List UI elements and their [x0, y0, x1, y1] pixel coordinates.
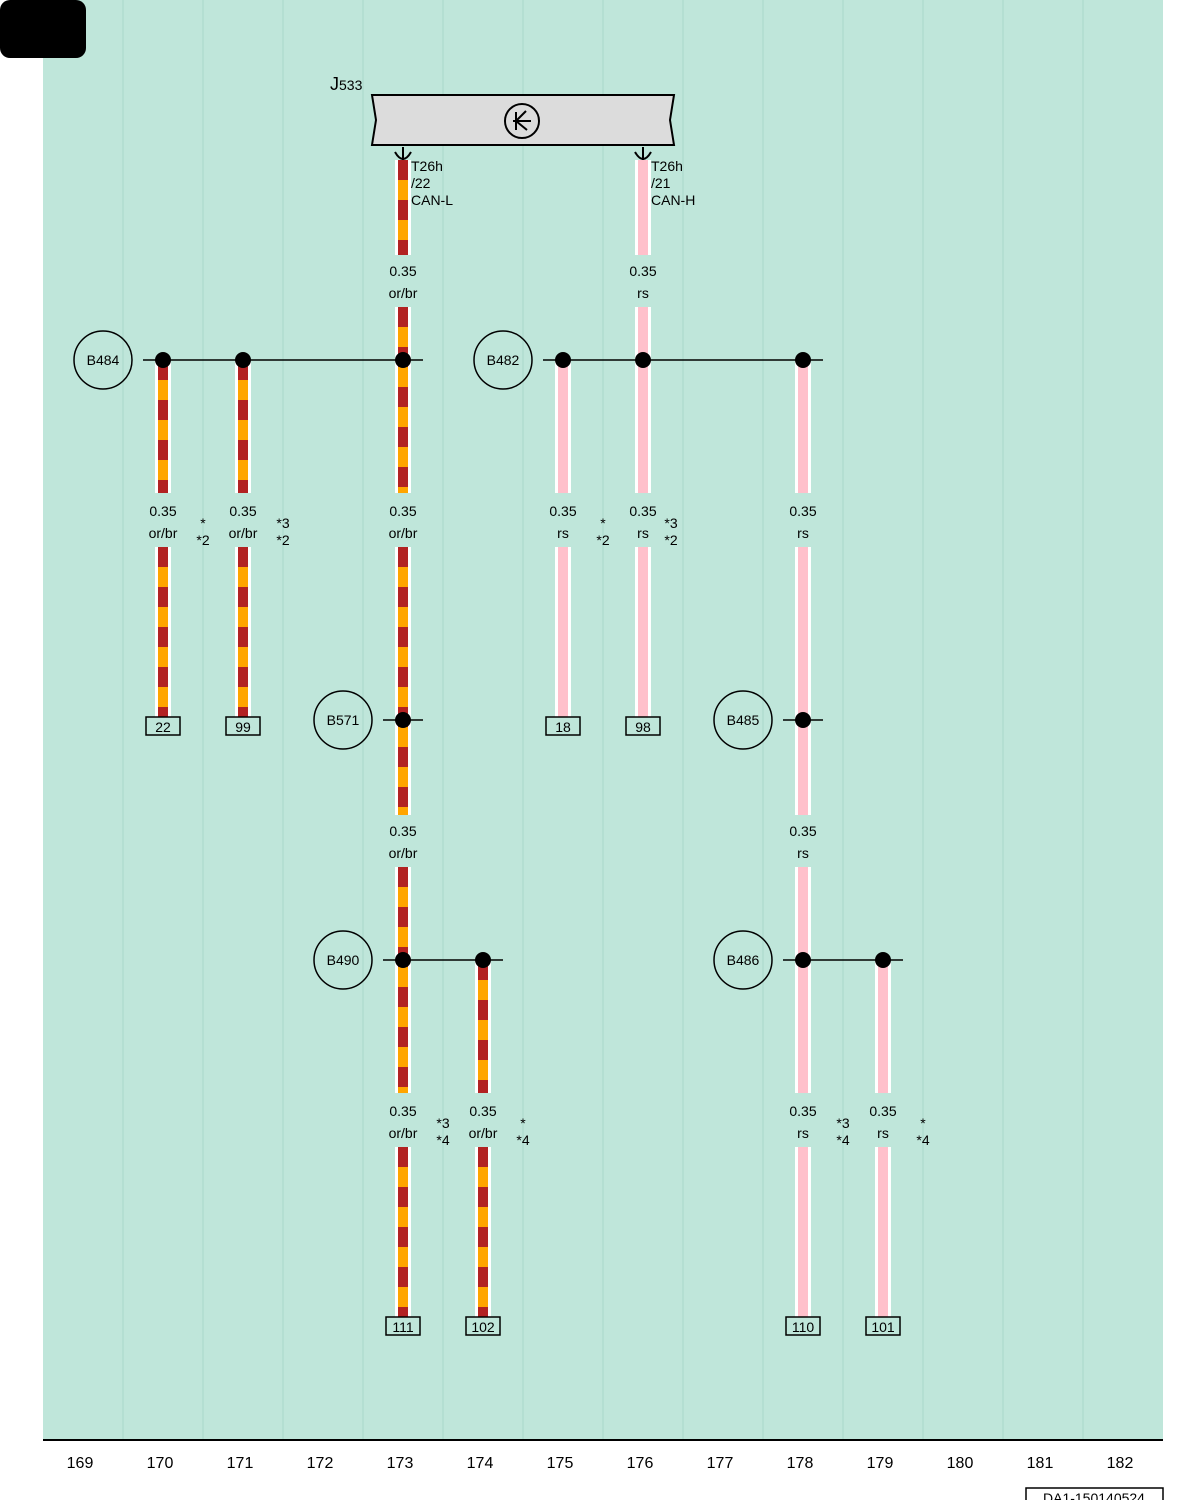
- svg-text:101: 101: [871, 1319, 895, 1335]
- page-tab-marker: [0, 0, 86, 58]
- terminal-box: 111: [385, 1316, 421, 1336]
- svg-text:18: 18: [555, 719, 571, 735]
- junction-dot: [635, 352, 651, 368]
- splice-b571: B571: [313, 690, 373, 750]
- gateway-symbol-icon: [504, 103, 540, 139]
- connector-label-can-l: T26h /22 CAN-L: [411, 158, 453, 208]
- splice-b486: B486: [713, 930, 773, 990]
- component-label: J533: [330, 74, 363, 94]
- splice-b485: B485: [713, 690, 773, 750]
- column-number: 178: [787, 1455, 814, 1472]
- footnote: **4: [516, 1115, 529, 1148]
- junction-dot: [235, 352, 251, 368]
- column-number: 176: [627, 1455, 654, 1472]
- svg-text:B571: B571: [327, 712, 360, 728]
- footnote: *3*2: [664, 515, 677, 548]
- column-number: 175: [547, 1455, 574, 1472]
- splice-b484: B484: [73, 330, 133, 390]
- column-number: 179: [867, 1455, 894, 1472]
- svg-text:B486: B486: [727, 952, 760, 968]
- column-number: 174: [467, 1455, 494, 1472]
- pin-connector-icon: [634, 147, 652, 160]
- column-gridlines: [122, 0, 1084, 1440]
- svg-text:110: 110: [792, 1319, 815, 1335]
- column-number: 169: [67, 1455, 94, 1472]
- svg-text:111: 111: [392, 1319, 413, 1335]
- junction-dot: [795, 952, 811, 968]
- svg-text:99: 99: [235, 719, 251, 735]
- junction-dot: [475, 952, 491, 968]
- column-number: 182: [1107, 1455, 1134, 1472]
- document-id: DA1-150140524: [1025, 1487, 1164, 1500]
- svg-text:B484: B484: [87, 352, 120, 368]
- svg-text:B485: B485: [727, 712, 760, 728]
- column-numbers: 169 170 171 172 173 174 175 176 177 178 …: [67, 1455, 1134, 1472]
- terminal-box: 101: [865, 1316, 901, 1336]
- terminal-box: 102: [465, 1316, 501, 1336]
- column-number: 171: [227, 1455, 254, 1472]
- svg-text:22: 22: [155, 719, 171, 735]
- terminal-box: 98: [625, 716, 661, 736]
- junction-dot: [395, 352, 411, 368]
- junction-dots: [155, 352, 891, 968]
- footnote-markers: **2 *3*2 **2 *3*2 *3*4 **4 *3*4 **4: [196, 515, 929, 1148]
- footnote: **2: [596, 515, 609, 548]
- wires: [155, 160, 891, 1317]
- footnote: **2: [196, 515, 209, 548]
- junction-dot: [395, 712, 411, 728]
- terminal-box: 22: [145, 716, 181, 736]
- footnote: *3*2: [276, 515, 289, 548]
- junction-dot: [555, 352, 571, 368]
- svg-text:DA1-150140524: DA1-150140524: [1043, 1490, 1145, 1500]
- column-number: 172: [307, 1455, 334, 1472]
- footnote: **4: [916, 1115, 929, 1148]
- junction-dot: [395, 952, 411, 968]
- terminals: 22 99 18 98 111 102 110 101: [145, 716, 901, 1336]
- footnote: *3*4: [836, 1115, 849, 1148]
- svg-text:B490: B490: [327, 952, 360, 968]
- column-number: 180: [947, 1455, 974, 1472]
- terminal-box: 99: [225, 716, 261, 736]
- splice-b490: B490: [313, 930, 373, 990]
- connector-label-can-h: T26h /21 CAN-H: [651, 158, 695, 208]
- column-number: 173: [387, 1455, 414, 1472]
- terminal-box: 18: [545, 716, 581, 736]
- splice-b482: B482: [473, 330, 533, 390]
- pin-connector-icon: [394, 147, 412, 160]
- column-number: 181: [1027, 1455, 1054, 1472]
- column-number: 170: [147, 1455, 174, 1472]
- svg-text:98: 98: [635, 719, 651, 735]
- svg-text:102: 102: [471, 1319, 495, 1335]
- junction-dot: [155, 352, 171, 368]
- column-number: 177: [707, 1455, 734, 1472]
- junction-dot: [795, 352, 811, 368]
- junction-dot: [795, 712, 811, 728]
- footnote: *3*4: [436, 1115, 449, 1148]
- svg-text:B482: B482: [487, 352, 520, 368]
- terminal-box: 110: [785, 1316, 821, 1336]
- junction-dot: [875, 952, 891, 968]
